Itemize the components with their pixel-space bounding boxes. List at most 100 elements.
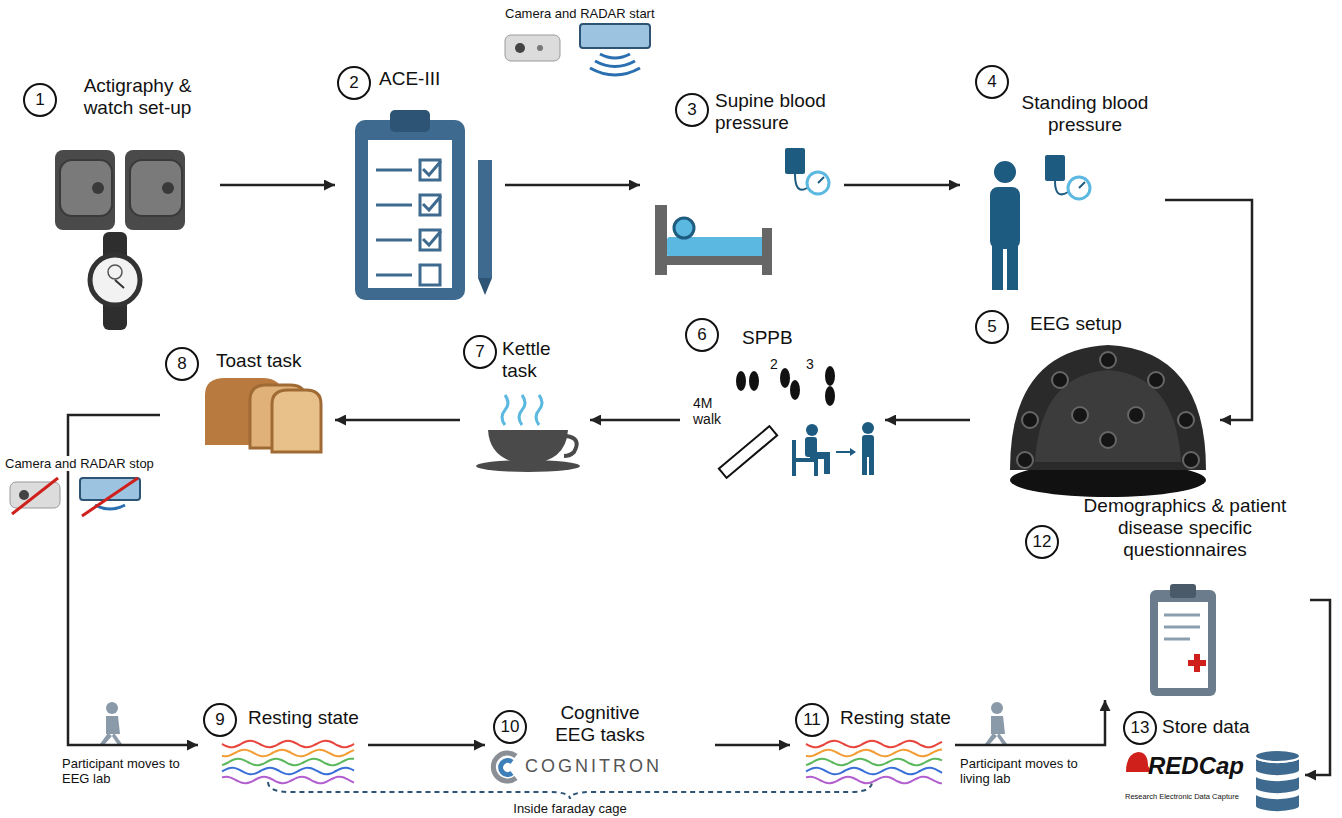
radar-icon bbox=[580, 24, 650, 75]
clipboard-icon bbox=[390, 110, 430, 132]
process-step: 11Resting state bbox=[790, 698, 955, 790]
camera-icon bbox=[505, 35, 560, 61]
actigraphy-device bbox=[125, 150, 185, 230]
cognitron-logo-mark bbox=[501, 761, 512, 775]
smart-watch bbox=[108, 265, 122, 279]
walking-person bbox=[100, 733, 112, 745]
eeg-wave bbox=[222, 750, 354, 757]
eeg-headset bbox=[1072, 407, 1088, 423]
eeg-headset bbox=[1100, 352, 1116, 368]
annotation: 4M walk bbox=[693, 395, 733, 427]
annotation: 3 bbox=[806, 356, 814, 372]
footprints bbox=[790, 380, 800, 400]
clipboard-icon bbox=[478, 160, 492, 278]
flow-arrow bbox=[220, 184, 335, 187]
eeg-wave bbox=[806, 750, 942, 757]
blood-pressure-cuff bbox=[795, 174, 807, 190]
blood-pressure-cuff bbox=[1045, 155, 1090, 199]
step-title: Actigraphy & watch set-up bbox=[60, 75, 215, 119]
flow-arrow bbox=[1165, 200, 1252, 420]
database-icon bbox=[1255, 750, 1300, 812]
eeg-headset bbox=[1148, 372, 1164, 388]
step-number: 13 bbox=[1123, 711, 1157, 745]
step-number: 11 bbox=[795, 703, 829, 737]
clipboard-icon bbox=[420, 160, 440, 180]
blood-pressure-cuff bbox=[1079, 182, 1085, 188]
eeg-headset bbox=[1022, 412, 1038, 428]
footprints bbox=[749, 371, 759, 391]
sit-to-stand bbox=[869, 455, 874, 475]
questionnaire-icon bbox=[1164, 614, 1200, 617]
camera-icon bbox=[537, 45, 543, 51]
step-title: EEG setup bbox=[1030, 313, 1122, 335]
walking-person bbox=[106, 716, 120, 734]
eeg-waves bbox=[806, 741, 942, 784]
step-number: 7 bbox=[463, 335, 497, 369]
flow-arrow bbox=[844, 184, 960, 187]
footprints bbox=[780, 368, 790, 388]
bread-icon bbox=[272, 390, 321, 452]
cup-icon bbox=[564, 436, 577, 456]
sit-to-stand bbox=[792, 422, 874, 476]
radar-icon bbox=[590, 54, 640, 75]
blood-pressure-cuff bbox=[1055, 181, 1068, 194]
clipboard-icon bbox=[420, 230, 440, 250]
step-number: 8 bbox=[165, 347, 199, 381]
eeg-wave bbox=[222, 768, 354, 775]
flow-arrow bbox=[335, 419, 460, 422]
camera-icon-stopped bbox=[19, 490, 29, 500]
camera-icon-stopped bbox=[12, 478, 58, 514]
bed-icon bbox=[660, 256, 772, 265]
walking-person bbox=[985, 733, 997, 745]
cognitron-logo-mark bbox=[493, 753, 516, 781]
radar-icon bbox=[600, 54, 630, 58]
smart-watch bbox=[115, 280, 124, 288]
sit-to-stand bbox=[850, 448, 856, 456]
actigraphy-device bbox=[55, 150, 185, 230]
eeg-wave bbox=[806, 759, 942, 765]
eeg-wave bbox=[222, 777, 354, 783]
eeg-headset bbox=[1183, 452, 1199, 468]
walking-person bbox=[991, 702, 1003, 714]
bed-icon bbox=[655, 205, 772, 275]
walking-person bbox=[112, 733, 122, 745]
eeg-headset bbox=[1100, 432, 1116, 448]
step-title: Store data bbox=[1162, 716, 1250, 738]
questionnaire-icon bbox=[1164, 615, 1200, 639]
eeg-headset bbox=[1052, 372, 1068, 388]
sit-to-stand bbox=[862, 435, 874, 457]
clipboard-icon bbox=[423, 161, 441, 175]
step-number: 3 bbox=[675, 93, 709, 127]
actigraphy-device bbox=[162, 182, 174, 194]
walking-person bbox=[997, 733, 1007, 745]
process-step: 8Toast task bbox=[160, 340, 335, 460]
bread-icon bbox=[205, 378, 321, 452]
flow-arrow bbox=[955, 700, 1105, 745]
bed-icon bbox=[762, 228, 772, 275]
step-number: 2 bbox=[337, 66, 371, 100]
radar-icon bbox=[580, 24, 650, 48]
clipboard-icon bbox=[376, 160, 441, 285]
clipboard-icon bbox=[355, 120, 465, 300]
logo-subtitle: Research Electronic Data Capture bbox=[1125, 792, 1239, 802]
clipboard-icon bbox=[420, 265, 440, 285]
step-number: 10 bbox=[493, 710, 527, 744]
annotation: Camera and RADAR stop bbox=[5, 456, 154, 471]
blood-pressure-cuff bbox=[1045, 155, 1065, 181]
sit-to-stand bbox=[814, 460, 818, 476]
smart-watch bbox=[90, 255, 140, 305]
step-number: 4 bbox=[975, 65, 1009, 99]
annotation: Camera and RADAR start bbox=[505, 6, 655, 21]
eeg-wave bbox=[222, 759, 354, 766]
sit-to-stand bbox=[862, 455, 867, 475]
annotation: Inside faraday cage bbox=[505, 801, 635, 816]
process-step: 1Actigraphy & watch set-up bbox=[15, 75, 220, 340]
eeg-headset bbox=[1010, 345, 1206, 497]
process-step: 2ACE-III bbox=[335, 62, 505, 302]
flow-arrow bbox=[368, 744, 485, 747]
radar-icon-stopped bbox=[82, 478, 138, 516]
annotation: Participant moves to EEG lab bbox=[62, 756, 197, 786]
